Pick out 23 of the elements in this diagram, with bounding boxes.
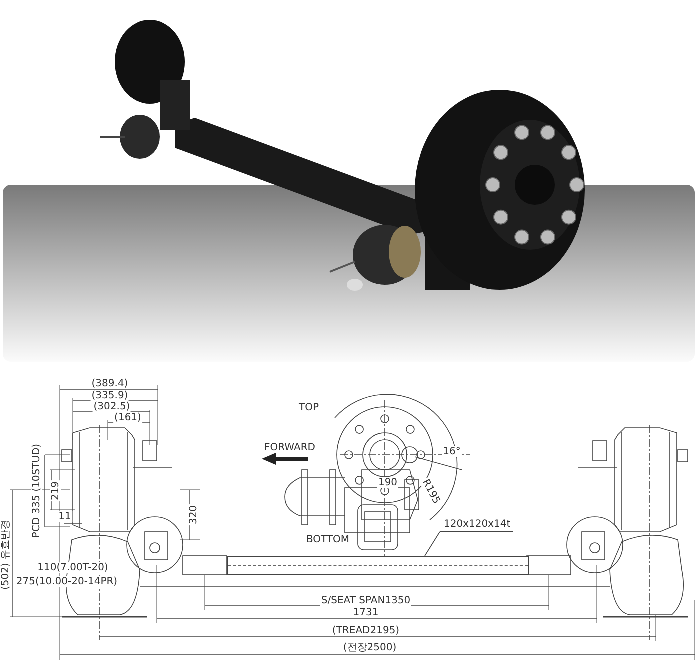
direction-label: FORWARD [264, 442, 316, 454]
angle-label: 16° [442, 446, 462, 458]
dimension-label: (302.5) [92, 402, 132, 412]
dimension-label: 110(7.00T-20) [36, 562, 110, 574]
dimension-label: 219 [50, 480, 62, 502]
dimension-label: 320 [188, 504, 200, 526]
dimension-label: (전장2500) [342, 642, 398, 654]
view-label: BOTTOM [305, 534, 351, 546]
dimension-label: 1731 [352, 608, 380, 618]
dimension-label: (502) 유효반경 [0, 518, 12, 592]
axle-beam [227, 556, 529, 575]
dimension-label: (389.4) [90, 378, 130, 390]
dimension-label: S/SEAT SPAN1350 [320, 596, 412, 606]
dimension-label: 190 [377, 478, 399, 488]
part-label: 120x120x14t [440, 519, 513, 532]
view-label: TOP [298, 402, 320, 414]
dimension-label: (TREAD2195) [331, 626, 401, 636]
dimension-label: 11 [58, 512, 72, 522]
dimension-label: PCD 335 (10STUD) [32, 442, 42, 540]
dimension-label: (161) [114, 412, 142, 424]
dimension-label: 275(10.00-20-14PR) [15, 576, 119, 588]
dimension-label: (335.9) [90, 390, 130, 402]
leader-line [424, 532, 440, 556]
